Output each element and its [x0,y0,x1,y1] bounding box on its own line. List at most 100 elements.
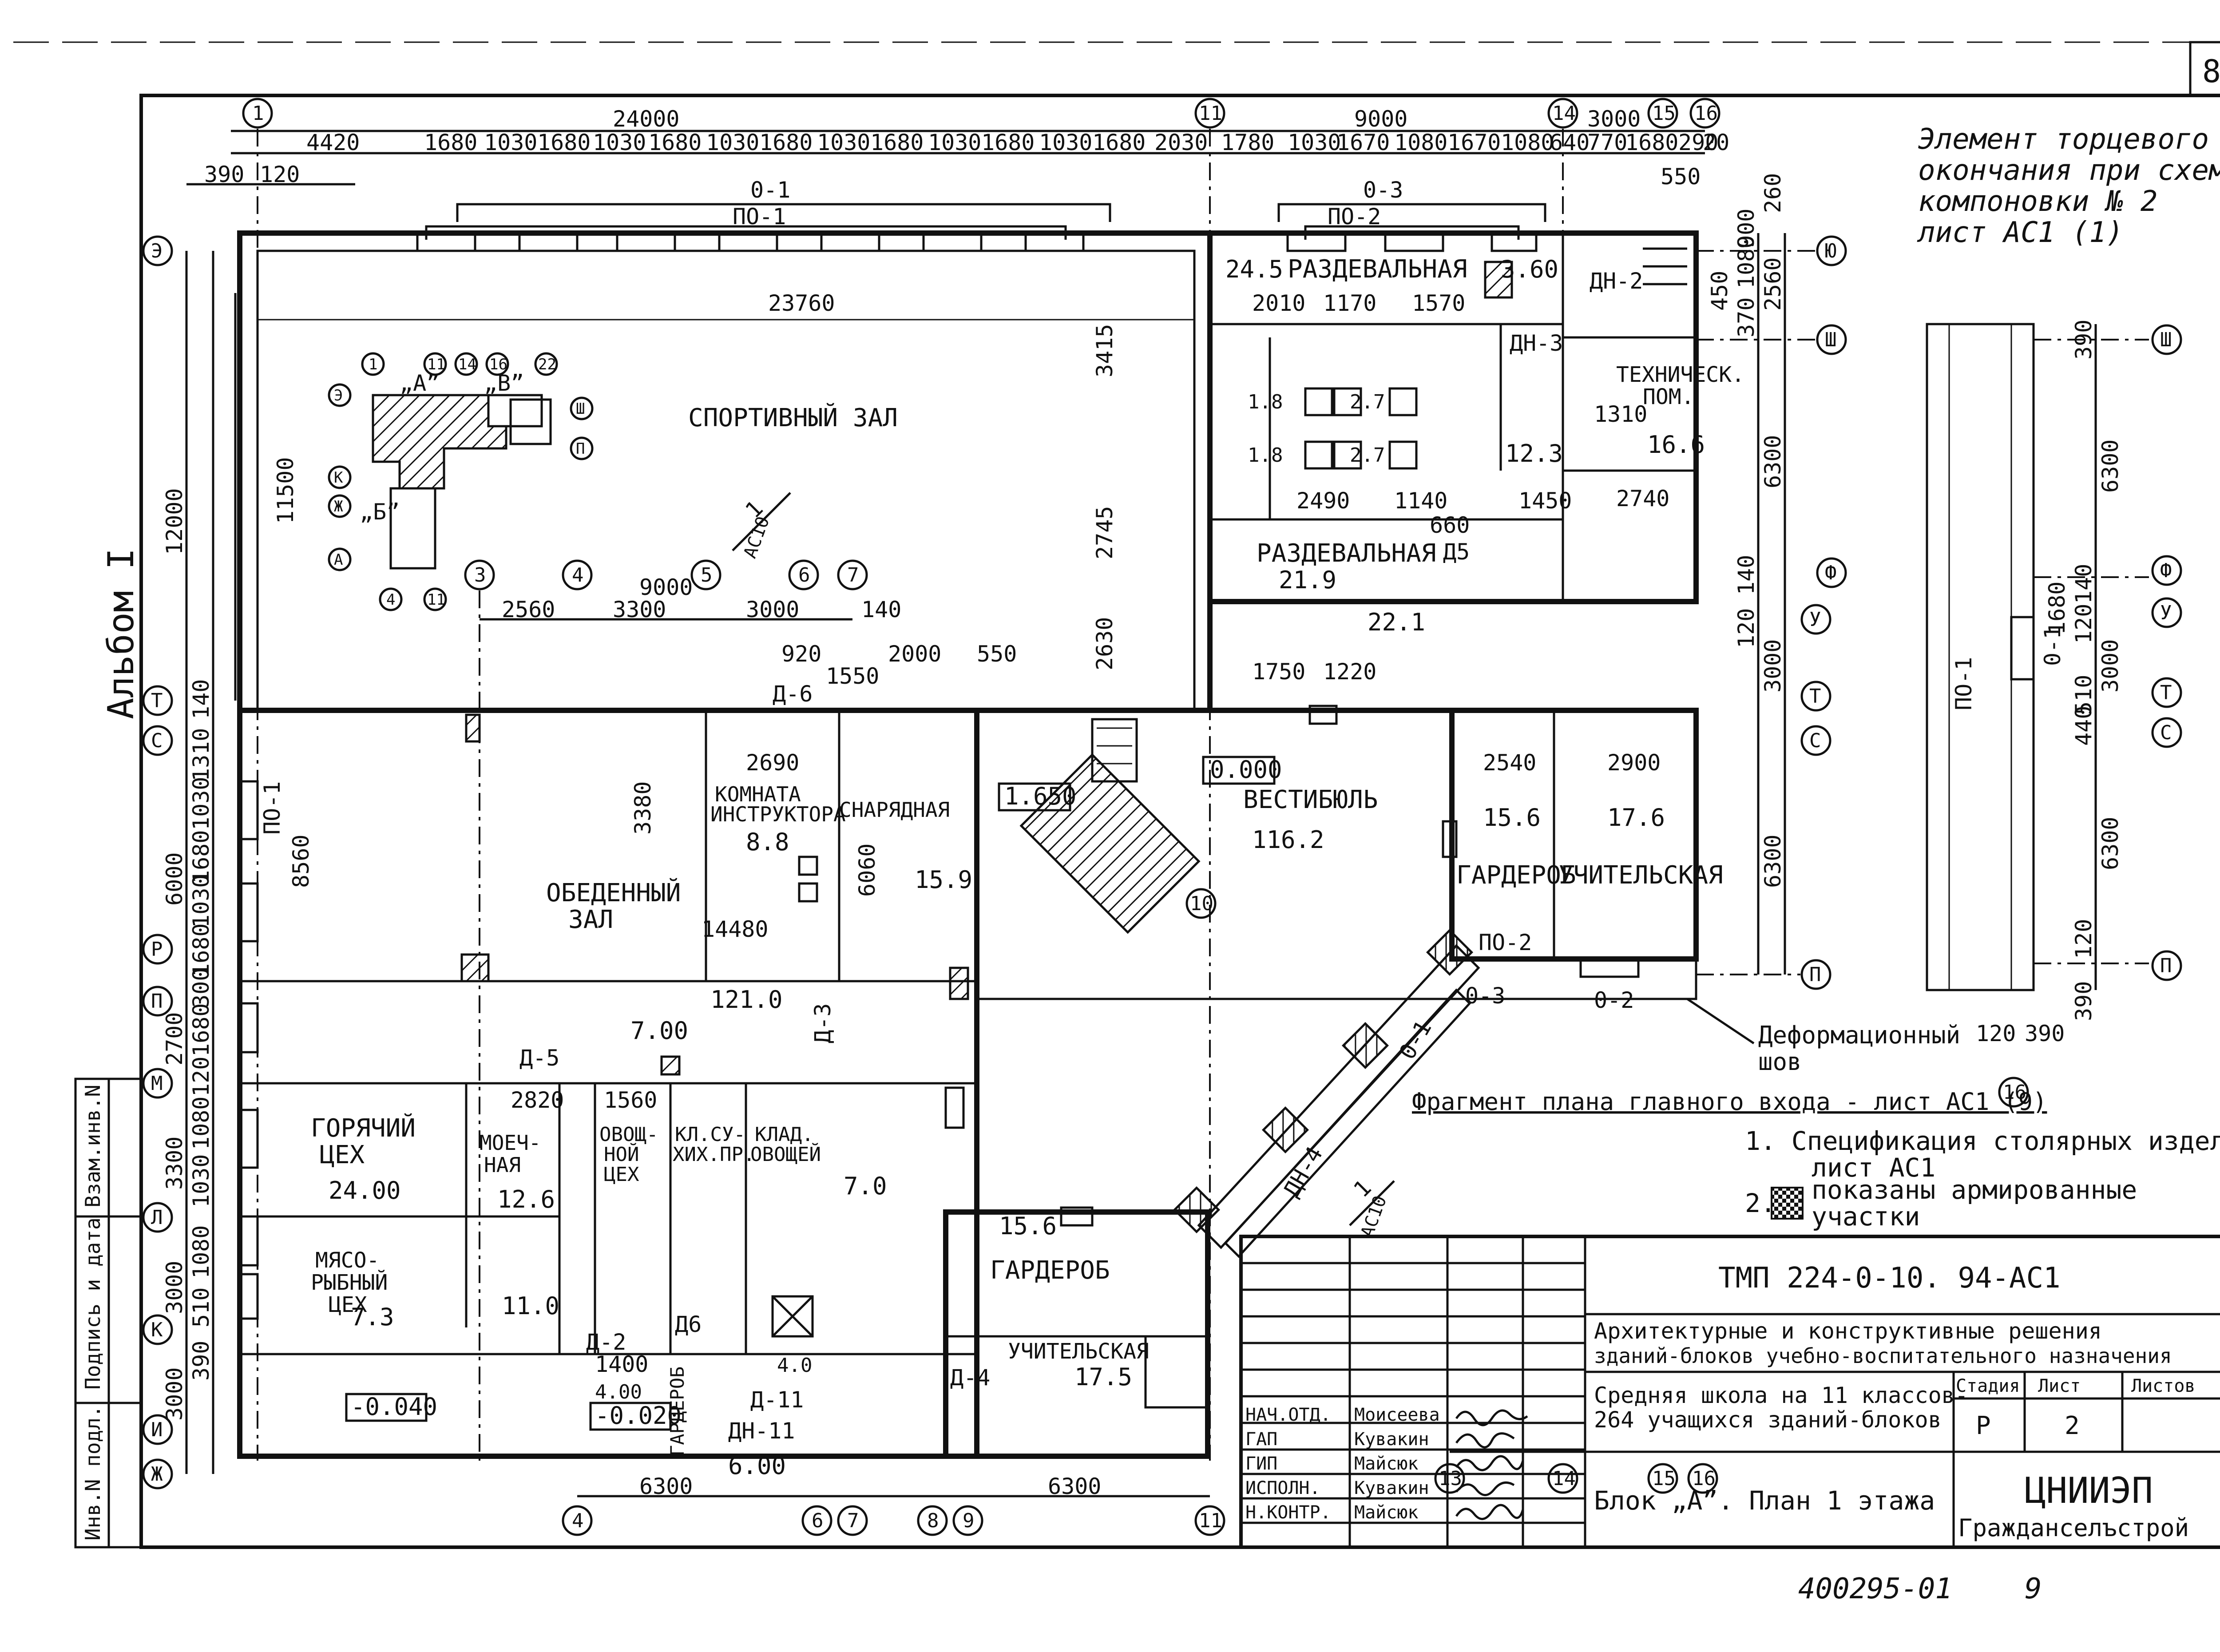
dim-right-120: 120 [1733,608,1759,648]
axis-top-16: 16 [1694,102,1718,125]
area-17-6: 17.6 [1607,804,1665,832]
dim-3000-left-a: 3000 [162,1261,187,1314]
area-2-7b: 2.7 [1350,444,1385,467]
area-24-5: 24.5 [1225,255,1283,283]
side-stamp-inv-repl: Взам.инв.N [81,1085,105,1208]
top-dimensions: 24000 9000 3000 390 120 550 4420 1680 10… [186,106,1729,190]
main-stair [1019,718,1201,934]
door-mark-3: Д-3 [810,1003,836,1043]
dim-chain-18: 1080 [1394,130,1447,155]
area-7-3: 7.3 [351,1303,394,1331]
album-label: Альбом I [100,548,142,719]
dim-chain-7: 1680 [759,130,813,155]
axis-left-M: М [151,1072,163,1095]
axis-left-E: Э [151,240,163,262]
dim-chain-6: 1030 [706,130,759,155]
dim-chain-3: 1680 [537,130,591,155]
axis-right-SH: Ш [1825,329,1837,351]
note-deformation-1: Деформационный [1758,1021,1960,1049]
dim-3380: 3380 [630,781,656,835]
dim-right-6300b: 6300 [1760,835,1786,888]
side-stamp-inv-orig: Инв.N подл. [81,1405,105,1541]
tb-project-2: 264 учащихся зданий-блоков [1594,1407,1942,1433]
dim-660: 660 [1430,512,1470,538]
tb-name-2: Майсюк [1354,1454,1419,1474]
room-meat-3: ЦЕХ [329,1292,367,1317]
dim-left-small-0: 140 [188,679,214,719]
key-plan: 1 11 14 16 22 Э Ш П К Ж А 4 11 „А” „Б” „… [328,352,594,611]
end-detail-dim-1: 6300 [2097,440,2123,493]
dim-1570: 1570 [1412,290,1465,316]
axis-top-11: 11 [1199,102,1222,125]
window-mark-1: ПО-2 [1479,930,1532,955]
door-mark-1: Д-6 [773,681,813,707]
axis-right-P: П [1809,963,1821,986]
key-label-8: К [334,469,343,487]
area-values: 24.5 3.60 21.9 22.1 16.6 12.3 8.8 15.9 1… [329,255,1705,1480]
axis-right-S: С [1809,729,1821,752]
axes-bottom: 4 6 7 8 9 11 [562,1495,1225,1536]
key-block-a: „А” [400,370,440,396]
tb-role-2: ГИП [1245,1454,1277,1474]
dim-140-mid: 140 [861,597,901,622]
area-22-1: 22.1 [1368,608,1425,636]
area-7-00: 7.00 [630,1017,688,1045]
end-detail-axis-0: Ш [2160,329,2172,351]
tb-role-4: Н.КОНТР. [1245,1502,1331,1523]
dim-3000-top: 3000 [1587,106,1641,132]
axis-inner-10: 10 [1190,892,1213,915]
dim-right-6300a: 6300 [1760,435,1786,488]
dim-1170: 1170 [1323,290,1376,316]
sheet-frame: 8 Альбом I 400295-01 9 [13,41,2220,1605]
door-mark-8: ДН-2 [1590,268,1643,294]
window-marks: ПО-1 ПО-2 0-1 0-2 0-3 [259,781,1634,1064]
key-block-b: „Б” [360,499,400,525]
area-1-8b: 1.8 [1248,444,1283,467]
axis-bottom-8: 8 [927,1509,939,1532]
signature-4 [1455,1504,1524,1520]
end-detail-dim-12: 390 [2025,1021,2065,1046]
dim-right-3000: 3000 [1760,639,1786,693]
dim-chain-14: 2030 [1154,130,1208,155]
signature-0 [1455,1409,1528,1426]
dim-8560: 8560 [288,835,314,888]
axis-bottom-4: 4 [572,1509,584,1532]
room-veg-1: ОВОЩ- [599,1123,658,1146]
end-detail-mark-1: 0-1 [2040,626,2065,666]
dim-chain-22: 770 [1587,130,1627,155]
dim-chain-9: 1680 [870,130,924,155]
axis-top-14: 14 [1552,102,1576,125]
end-detail-dim-5: 510 [2071,675,2097,715]
note-main-entrance: Фрагмент плана главного входа - лист АС1… [1412,1088,2047,1116]
dim-left-small-1: 1310 [188,728,214,781]
area-1-8a: 1.8 [1248,391,1283,413]
signature-1 [1455,1432,1515,1449]
area-15-6a: 15.6 [1483,804,1541,832]
tb-org-1: ЦНИИЭП [2025,1470,2153,1511]
dim-chain-11: 1680 [981,130,1035,155]
key-label-0: 1 [369,356,377,373]
room-sport-hall: СПОРТИВНЫЙ ЗАЛ [688,403,898,432]
signature-2 [1455,1455,1524,1471]
dim-2745: 2745 [1092,506,1118,559]
room-pantry-1: КЛАД. [755,1123,813,1146]
note-deformation-2: шов [1758,1048,1802,1076]
end-detail-dim-4: 1680 [2044,582,2070,635]
area-8-8: 8.8 [746,828,789,856]
window-mark-po1-top: ПО-1 [733,204,786,230]
dim-left-small-6: 300 [188,968,214,1008]
window-group-0-1: 0-1 [750,177,790,203]
room-pantry-2: ОВОЩЕЙ [750,1142,821,1166]
dim-left-small-11: 1080 [188,1225,214,1279]
dim-chain-4: 1030 [593,130,646,155]
room-teachers-bottom: УЧИТЕЛЬСКАЯ [1008,1339,1149,1364]
key-label-4: 22 [538,356,556,373]
dim-chain-10: 1030 [928,130,981,155]
dim-3000-left-b: 3000 [162,1367,187,1421]
dim-chain-12: 1030 [1039,130,1092,155]
dim-2560-mid: 2560 [502,597,555,622]
dim-1140: 1140 [1394,488,1447,514]
door-mark-9: ДН-3 [1510,330,1563,356]
room-vestibule: ВЕСТИБЮЛЬ [1243,785,1378,814]
